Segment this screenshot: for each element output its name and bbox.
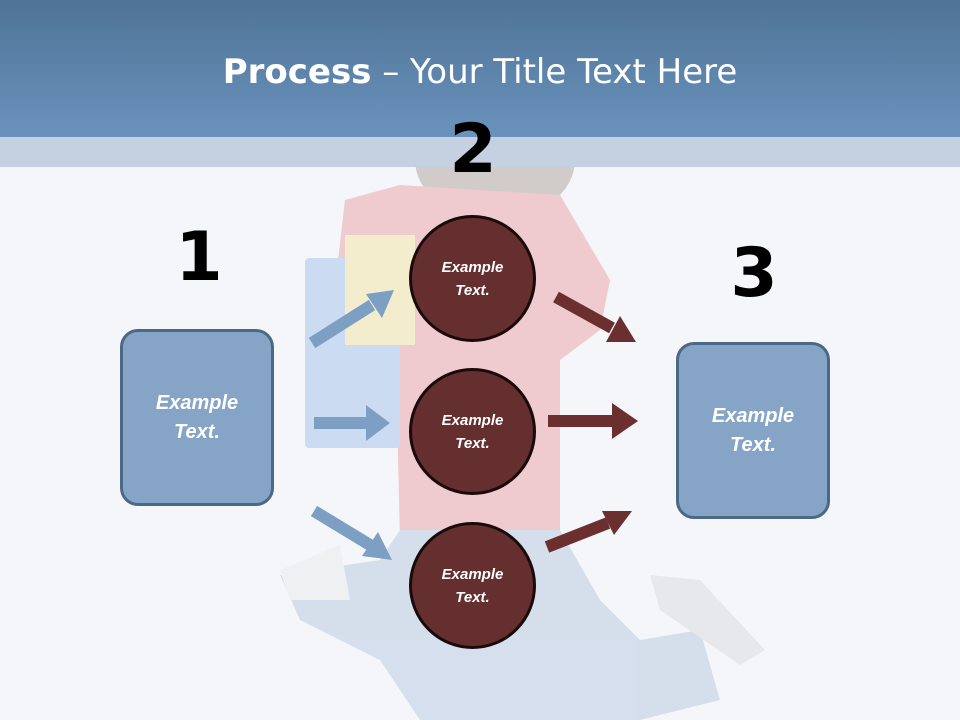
left-box-line1: Example (155, 391, 239, 414)
right-text-box: Example Text. (676, 342, 830, 519)
red-arrow-up (544, 511, 632, 553)
right-box-line1: Example (711, 404, 795, 427)
slide-title: Process – Your Title Text Here (0, 52, 960, 92)
circle-bottom-line1: Example (441, 565, 504, 583)
red-arrow-straight (548, 403, 638, 439)
step-number-1: 1 (175, 218, 223, 297)
circle-top: Example Text. (409, 215, 536, 342)
title-bold: Process (222, 52, 372, 92)
blue-arrow-straight (314, 405, 390, 441)
left-box-line2: Text. (174, 420, 220, 443)
circle-top-line2: Text. (455, 281, 490, 299)
title-strip (0, 137, 960, 167)
red-arrow-down (553, 291, 636, 342)
title-rest: – Your Title Text Here (371, 52, 738, 92)
circle-bottom: Example Text. (409, 522, 536, 649)
step-number-3: 3 (730, 234, 778, 313)
blue-arrow-up (308, 290, 394, 349)
circle-middle-line2: Text. (455, 434, 490, 452)
title-bar (0, 0, 960, 137)
left-text-box: Example Text. (120, 329, 274, 506)
blue-arrow-down (310, 505, 392, 560)
circle-middle: Example Text. (409, 368, 536, 495)
right-box-line2: Text. (730, 433, 776, 456)
circle-middle-line1: Example (441, 411, 504, 429)
circle-top-line1: Example (441, 258, 504, 276)
circle-bottom-line2: Text. (455, 588, 490, 606)
step-number-2: 2 (449, 110, 497, 189)
